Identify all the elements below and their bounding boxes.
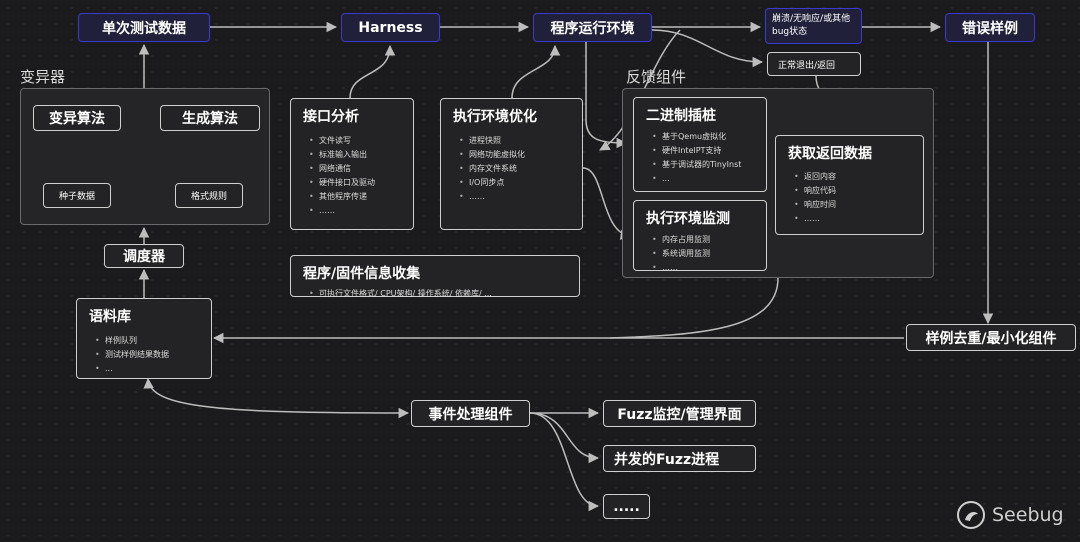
corpus-item: 测试样例结果数据 — [95, 348, 201, 362]
more-node: ..... — [603, 494, 650, 519]
seebug-logo-text: Seebug — [992, 504, 1064, 526]
corpus-item: 样例队列 — [95, 334, 201, 348]
interface-analysis-item: 标准输入输出 — [309, 148, 403, 162]
env-optimization-card: 执行环境优化 进程快照 网络功能虚拟化 内存文件系统 I/O同步点 …… — [440, 98, 583, 230]
runtime-env-node: 程序运行环境 — [533, 13, 652, 42]
seebug-watermark: Seebug — [956, 500, 1064, 530]
normal-exit-node: 正常退出/返回 — [767, 52, 861, 76]
env-monitor-title: 执行环境监测 — [646, 211, 730, 227]
interface-analysis-title: 接口分析 — [303, 109, 359, 125]
binary-instrumentation-item: 基于调试器的TinyInst — [652, 158, 756, 172]
interface-analysis-item: …… — [309, 204, 403, 218]
harness-node: Harness — [341, 13, 440, 42]
info-collection-item: 可执行文件格式/ CPU架构/ 操作系统/ 依赖库/ ... — [309, 287, 569, 301]
return-data-item: 响应时间 — [794, 198, 913, 212]
return-data-item: 响应代码 — [794, 184, 913, 198]
env-monitor-card: 执行环境监测 内存占用监测 系统调用监测 …… — [633, 200, 767, 275]
seebug-logo-icon — [957, 501, 985, 529]
info-collection-title: 程序/固件信息收集 — [303, 266, 421, 282]
error-samples-node: 错误样例 — [945, 13, 1035, 42]
corpus-item: ... — [95, 362, 201, 376]
event-handler-node: 事件处理组件 — [411, 400, 530, 427]
format-rules-node: 格式规则 — [175, 183, 243, 208]
binary-instrumentation-title: 二进制插桩 — [646, 108, 716, 124]
binary-instrumentation-card: 二进制插桩 基于Qemu虚拟化 硬件IntelPT支持 基于调试器的TinyIn… — [633, 97, 767, 192]
interface-analysis-item: 网络通信 — [309, 162, 403, 176]
interface-analysis-item: 硬件接口及驱动 — [309, 176, 403, 190]
scheduler-node: 调度器 — [104, 244, 184, 268]
info-collection-card: 程序/固件信息收集 可执行文件格式/ CPU架构/ 操作系统/ 依赖库/ ... — [290, 255, 580, 301]
corpus-card: 语料库 样例队列 测试样例结果数据 ... — [76, 298, 212, 379]
return-data-card: 获取返回数据 返回内容 响应代码 响应时间 …… — [775, 135, 924, 235]
env-optimization-item: 进程快照 — [459, 134, 572, 148]
dedup-node: 样例去重/最小化组件 — [906, 324, 1076, 351]
single-test-data-node: 单次测试数据 — [78, 13, 210, 42]
env-monitor-item: …… — [652, 261, 756, 275]
interface-analysis-card: 接口分析 文件读写 标准输入输出 网络通信 硬件接口及驱动 其他程序传递 …… — [290, 98, 414, 230]
env-optimization-item: 网络功能虚拟化 — [459, 148, 572, 162]
env-monitor-item: 内存占用监测 — [652, 233, 756, 247]
mutation-algo-node: 变异算法 — [33, 105, 121, 131]
crash-states-node: 崩溃/无响应/或其他bug状态 — [765, 8, 862, 44]
interface-analysis-item: 其他程序传递 — [309, 190, 403, 204]
return-data-item: 返回内容 — [794, 170, 913, 184]
generation-algo-node: 生成算法 — [160, 105, 260, 131]
binary-instrumentation-item: 硬件IntelPT支持 — [652, 144, 756, 158]
corpus-title: 语料库 — [89, 309, 131, 325]
return-data-title: 获取返回数据 — [788, 146, 872, 162]
feedback-group-title: 反馈组件 — [626, 68, 687, 86]
env-monitor-item: 系统调用监测 — [652, 247, 756, 261]
interface-analysis-item: 文件读写 — [309, 134, 403, 148]
concurrent-fuzz-node: 并发的Fuzz进程 — [603, 445, 756, 472]
env-optimization-item: 内存文件系统 — [459, 162, 572, 176]
env-optimization-title: 执行环境优化 — [453, 109, 537, 125]
binary-instrumentation-item: 基于Qemu虚拟化 — [652, 130, 756, 144]
fuzz-monitor-node: Fuzz监控/管理界面 — [603, 400, 756, 427]
env-optimization-item: …… — [459, 190, 572, 204]
mutator-group-title: 变异器 — [20, 68, 66, 86]
seed-data-node: 种子数据 — [43, 183, 111, 208]
env-optimization-item: I/O同步点 — [459, 176, 572, 190]
binary-instrumentation-item: ... — [652, 172, 756, 186]
return-data-item: …… — [794, 212, 913, 226]
